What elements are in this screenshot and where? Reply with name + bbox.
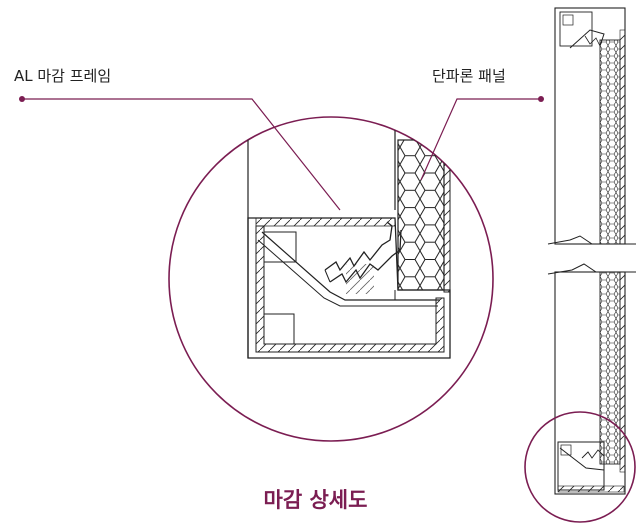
- frame-section: [247, 117, 451, 359]
- panel-leader-dot: [538, 96, 544, 102]
- leader-lines: [19, 96, 544, 211]
- frame-label: AL 마감 프레임: [14, 67, 112, 85]
- magnified-detail: [168, 116, 494, 442]
- side-elevation: [524, 7, 636, 523]
- frame-leader-dot: [19, 96, 25, 102]
- caption-text: 마감 상세도: [263, 488, 368, 512]
- frame-leader: [22, 98, 341, 211]
- caption-title: 마감 상세도: [0, 484, 643, 514]
- panel-leader: [420, 98, 541, 181]
- honeycomb-panel: [397, 139, 445, 291]
- panel-label: 단파론 패널: [432, 67, 506, 85]
- small-detail-circle: [524, 411, 636, 523]
